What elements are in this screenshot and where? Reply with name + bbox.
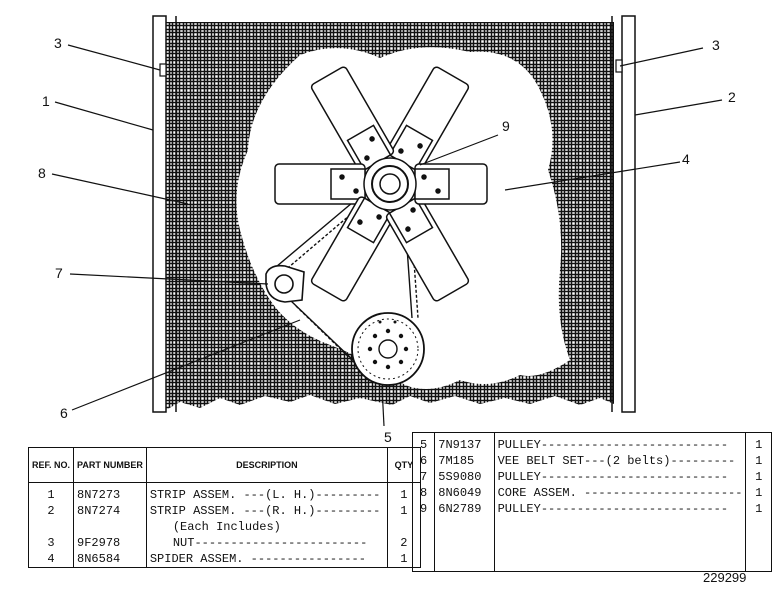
row-qty: 1 [745, 485, 772, 501]
row-part-number: 6N2789 [434, 501, 495, 517]
strip-assembly-left [152, 15, 177, 413]
idler-pulley [265, 264, 305, 303]
row-description: STRIP ASSEM. ---(R. H.)--------- [145, 503, 388, 519]
row-part-number: 5S9080 [434, 469, 495, 485]
row-ref: 5 [411, 432, 436, 453]
crank-pulley [351, 312, 425, 386]
row-part-number: 7N9137 [434, 432, 495, 453]
leader-lines [51, 44, 723, 427]
row-ref: 3 [27, 535, 75, 551]
table-row: 1 8N7273 STRIP ASSEM. ---(L. H.)--------… [27, 482, 421, 503]
table-header-row: REF. NO. PART NUMBER DESCRIPTION QTY [27, 447, 421, 483]
table-row: 6 7M185 VEE BELT SET---(2 belts)--------… [411, 453, 772, 469]
header-part-number: PART NUMBER [73, 447, 147, 483]
row-description: NUT------------------------ [145, 535, 388, 551]
table-row: 9 6N2789 PULLEY-------------------------… [411, 501, 772, 517]
callout-8: 8 [38, 165, 46, 181]
row-part-number: 8N7274 [73, 503, 147, 519]
row-description: CORE ASSEM. ---------------------- [493, 485, 747, 501]
header-description: DESCRIPTION [145, 447, 388, 483]
row-ref: 1 [27, 482, 75, 503]
table-row: 4 8N6584 SPIDER ASSEM. ---------------- … [27, 551, 421, 568]
row-part-number: 8N6049 [434, 485, 495, 501]
row-description: SPIDER ASSEM. ---------------- [145, 551, 388, 568]
callout-3-right: 3 [712, 37, 720, 53]
row-description: PULLEY-------------------------- [493, 432, 747, 453]
table-row: 3 9F2978 NUT------------------------ 2 [27, 535, 421, 551]
callout-2: 2 [728, 89, 736, 105]
row-ref: 8 [411, 485, 436, 501]
callout-6: 6 [60, 405, 68, 421]
table-row: (Each Includes) [27, 519, 421, 535]
callout-7: 7 [55, 265, 63, 281]
row-qty: 1 [745, 469, 772, 485]
drawing-number: 229299 [703, 570, 747, 585]
row-part-number: 8N6584 [73, 551, 147, 568]
row-ref: 7 [411, 469, 436, 485]
row-description: PULLEY-------------------------- [493, 501, 747, 517]
header-ref-no: REF. NO. [27, 447, 75, 483]
parts-table-left: REF. NO. PART NUMBER DESCRIPTION QTY 1 8… [27, 447, 421, 568]
row-qty: 1 [745, 453, 772, 469]
row-part-number: 8N7273 [73, 482, 147, 503]
row-part-number: 9F2978 [73, 535, 147, 551]
strip-assembly-right [611, 15, 636, 413]
row-description: STRIP ASSEM. ---(L. H.)--------- [145, 482, 388, 503]
table-row: 7 5S9080 PULLEY-------------------------… [411, 469, 772, 485]
row-ref [27, 519, 75, 535]
callout-4: 4 [682, 151, 690, 167]
callout-5: 5 [384, 429, 392, 445]
nut-left [159, 63, 167, 77]
table-row: 5 7N9137 PULLEY-------------------------… [411, 432, 772, 453]
parts-table-right: 5 7N9137 PULLEY-------------------------… [411, 432, 772, 572]
row-description: PULLEY-------------------------- [493, 469, 747, 485]
row-ref: 6 [411, 453, 436, 469]
callout-3-left: 3 [54, 35, 62, 51]
row-ref: 9 [411, 501, 436, 517]
row-qty: 1 [745, 501, 772, 517]
row-description: (Each Includes) [145, 519, 388, 535]
table-filler-row [411, 517, 772, 572]
row-part-number: 7M185 [434, 453, 495, 469]
table-row: 8 8N6049 CORE ASSEM. -------------------… [411, 485, 772, 501]
row-part-number [73, 519, 147, 535]
row-ref: 2 [27, 503, 75, 519]
callout-9: 9 [502, 118, 510, 134]
row-ref: 4 [27, 551, 75, 568]
row-description: VEE BELT SET---(2 belts)--------- [493, 453, 747, 469]
fan-spider-assembly [274, 66, 488, 302]
table-row: 2 8N7274 STRIP ASSEM. ---(R. H.)--------… [27, 503, 421, 519]
callout-1: 1 [42, 93, 50, 109]
row-qty: 1 [745, 432, 772, 453]
